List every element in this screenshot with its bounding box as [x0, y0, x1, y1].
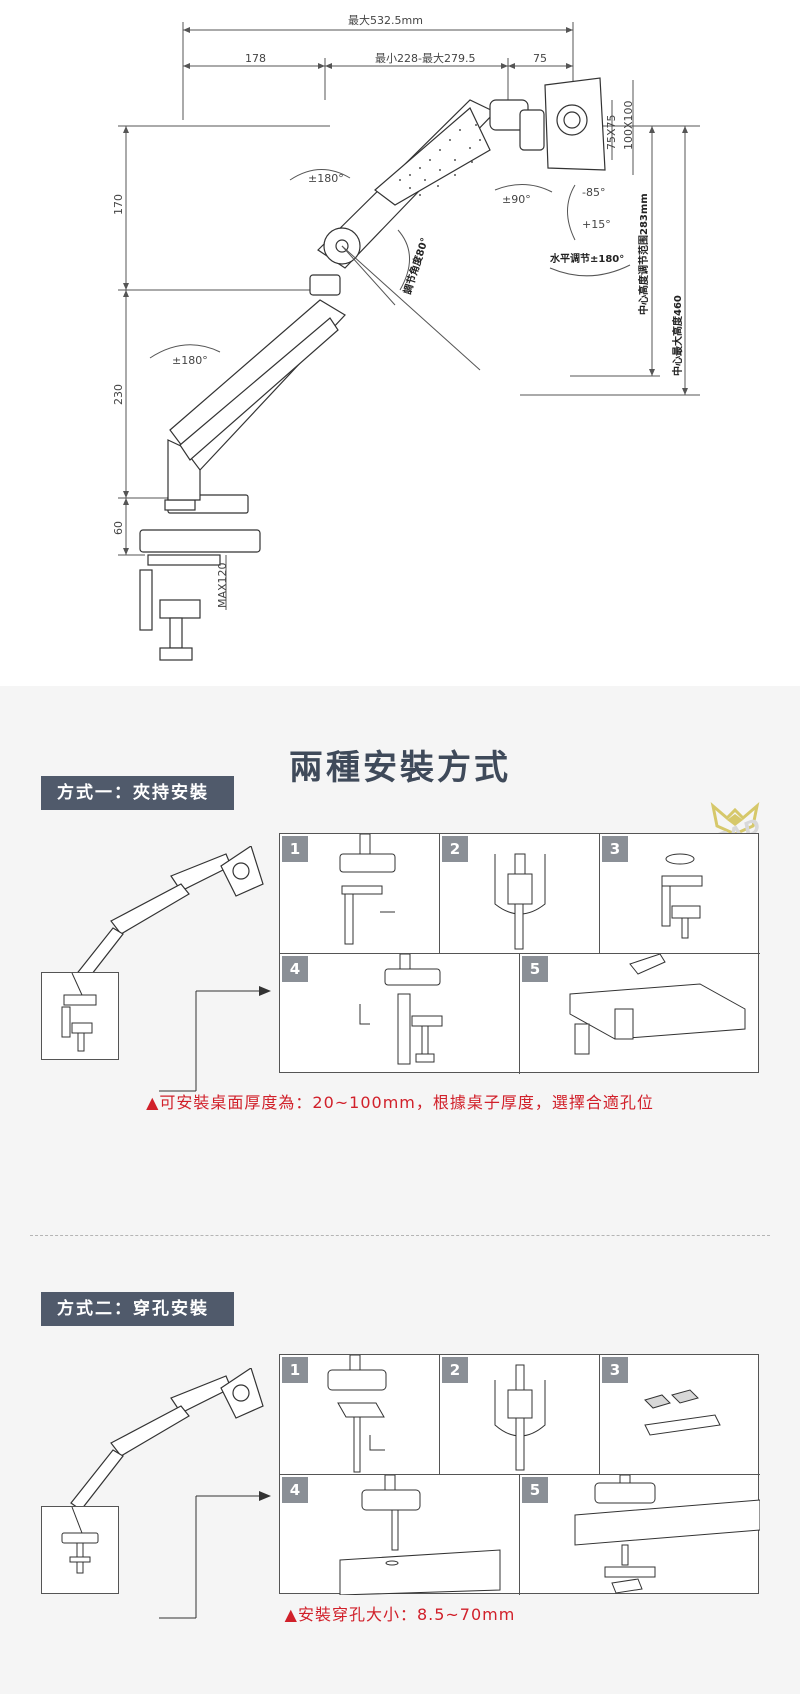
dim-total: 最大532.5mm — [348, 13, 423, 27]
step-illustration — [569, 954, 746, 1055]
step-number: 2 — [442, 836, 468, 862]
inpad-logo-icon — [710, 802, 760, 836]
dim-height-60: 60 — [112, 521, 125, 535]
rot-head-label: ±90° — [502, 193, 531, 206]
method1-step-2: 2 — [440, 834, 600, 954]
method1-note: ▲可安裝桌面厚度為：20~100mm，根據桌子厚度，選擇合適孔位 — [146, 1093, 654, 1112]
tilt-up-label: +15° — [582, 218, 611, 231]
method2-step-4: 4 — [280, 1475, 520, 1595]
method2-step-2: 2 — [440, 1355, 600, 1475]
method2-step-5: 5 — [520, 1475, 760, 1595]
method1-step-4: 4 — [280, 954, 520, 1074]
dim-arm-b: 最小228-最大279.5 — [375, 51, 475, 65]
method2-step-1: 1 — [280, 1355, 440, 1475]
step-number: 1 — [282, 836, 308, 862]
method1-step-5: 5 — [520, 954, 760, 1074]
step-illustration — [339, 834, 396, 945]
center-max-label: 中心最大高度460 — [671, 295, 684, 376]
method2-note: ▲安裝穿孔大小：8.5~70mm — [284, 1605, 516, 1624]
tilt-down-label: -85° — [582, 186, 605, 199]
step-illustration — [339, 1475, 501, 1595]
step-number: 4 — [282, 1477, 308, 1503]
bolt-mount-icon — [61, 1506, 99, 1574]
method1-step-3: 3 — [600, 834, 760, 954]
center-range-label: 中心高度调节范围283mm — [637, 193, 650, 315]
step-illustration — [661, 853, 703, 939]
method2-arm-sketch — [66, 1368, 271, 1619]
step-number: 5 — [522, 956, 548, 982]
rot-lower-label: ±180° — [172, 354, 208, 367]
method1-steps-grid: 1 2 3 4 5 — [279, 833, 760, 1074]
step-number: 3 — [602, 1357, 628, 1383]
monitor-arm-dimension-diagram: 最大532.5mm 178 最小228-最大279.5 75 75X75 100… — [112, 13, 700, 661]
step-illustration — [327, 1355, 387, 1473]
rot-upper-label: ±180° — [308, 172, 344, 185]
tilt-angle-label: 調节角度80° — [400, 236, 431, 296]
step-illustration — [494, 1364, 546, 1471]
installation-section: 兩種安裝方式 INPAD 方式一：夾持安裝 — [0, 686, 800, 1694]
step-number: 2 — [442, 1357, 468, 1383]
step-number: 1 — [282, 1357, 308, 1383]
dim-vesa-100: 100X100 — [622, 100, 635, 150]
method2-step-3: 3 — [600, 1355, 760, 1475]
dim-arm-a: 178 — [245, 52, 266, 65]
dim-vesa-75: 75X75 — [605, 114, 618, 150]
method2-bolt-thumbnail — [41, 1506, 119, 1594]
method1-label: 方式一：夾持安裝 — [41, 776, 234, 810]
step-illustration — [574, 1475, 760, 1594]
clamp-icon — [61, 972, 97, 1052]
dim-height-230: 230 — [112, 384, 125, 405]
method1-overview — [41, 846, 281, 1106]
swivel-label: 水平调节±180° — [549, 252, 624, 265]
inpad-watermark: INPAD — [683, 800, 783, 863]
dim-height-170: 170 — [112, 194, 125, 215]
section-title: 兩種安裝方式 — [289, 748, 511, 788]
method2-label: 方式二：穿孔安裝 — [41, 1292, 234, 1326]
dim-max-120: MAX120 — [216, 562, 229, 608]
method2-steps-grid: 1 2 3 4 5 — [279, 1354, 760, 1595]
dim-arm-c: 75 — [533, 52, 547, 65]
method1-step-1: 1 — [280, 834, 440, 954]
step-illustration — [644, 1389, 721, 1436]
step-number: 3 — [602, 836, 628, 862]
dimension-drawing: 最大532.5mm 178 最小228-最大279.5 75 75X75 100… — [0, 0, 800, 686]
method1-clamp-thumbnail — [41, 972, 119, 1060]
step-illustration — [494, 853, 546, 950]
method1-arm-sketch — [66, 846, 271, 1092]
step-number: 5 — [522, 1477, 548, 1503]
method2-overview — [41, 1368, 281, 1628]
section-divider — [30, 1235, 770, 1236]
step-illustration — [359, 954, 443, 1065]
step-number: 4 — [282, 956, 308, 982]
